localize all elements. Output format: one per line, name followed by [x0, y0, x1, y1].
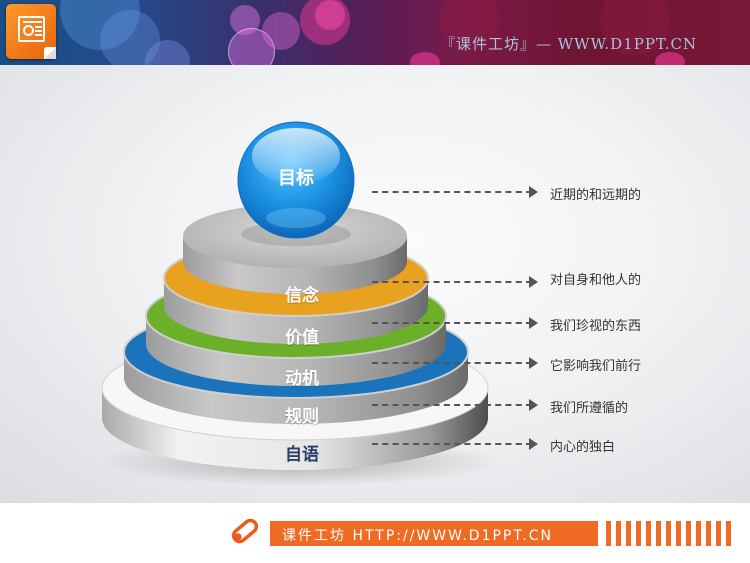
pencil-icon [231, 518, 259, 544]
footer-text: 课件工坊 HTTP://WWW.D1PPT.CN [282, 528, 553, 544]
arrow-right-icon [529, 357, 538, 369]
annotation-goal: 近期的和远期的 [550, 188, 642, 203]
tier-label-self-talk: 自语 [285, 445, 319, 465]
arrow-right-icon [529, 276, 538, 288]
footer-stripes [606, 521, 731, 546]
arrow-right-icon [529, 438, 538, 450]
annotation-rules: 我们所遵循的 [550, 401, 629, 416]
powerpoint-icon [6, 4, 56, 59]
arrow-right-icon [529, 186, 538, 198]
annotation-belief: 对自身和他人的 [550, 273, 642, 288]
header-banner: 『课件工坊』— WWW.D1PPT.CN [0, 0, 750, 65]
tier-label-motivation: 动机 [285, 369, 319, 389]
tier-label-rules: 规则 [285, 407, 319, 427]
annotation-motivation: 它影响我们前行 [550, 359, 642, 374]
tier-label-value: 价值 [285, 328, 319, 348]
tier-label-belief: 信念 [285, 286, 319, 306]
goal-label: 目标 [278, 168, 314, 189]
arrow-right-icon [529, 317, 538, 329]
annotation-self-talk: 内心的独白 [550, 440, 616, 455]
footer-banner [270, 521, 598, 546]
arrow-right-icon [529, 399, 538, 411]
site-title: 『课件工坊』— WWW.D1PPT.CN [440, 35, 698, 53]
annotation-value: 我们珍视的东西 [550, 319, 642, 334]
goal-sphere [237, 121, 355, 239]
